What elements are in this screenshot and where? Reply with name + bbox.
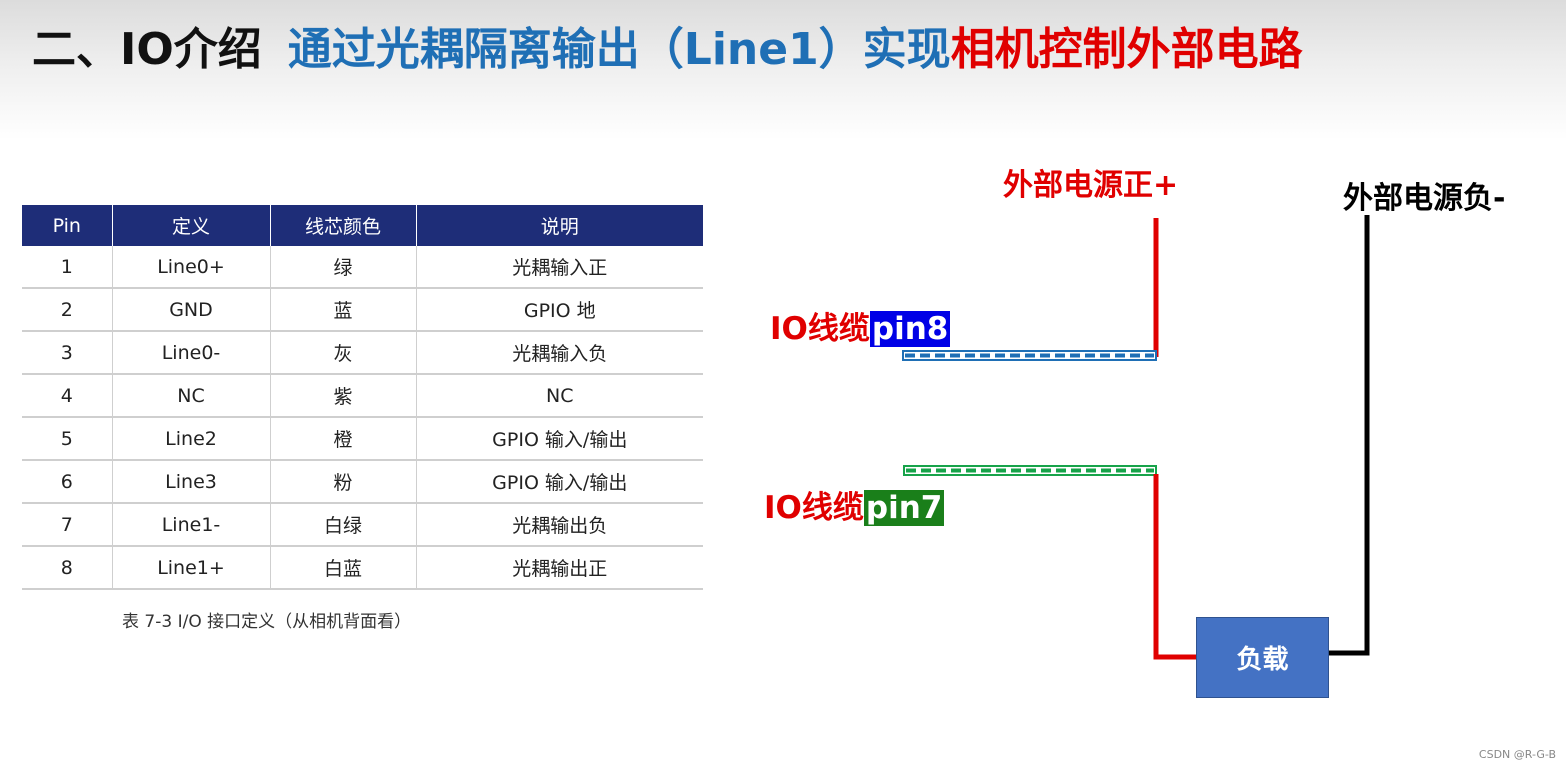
pin8-highlight: pin8 <box>869 311 951 347</box>
cell-pin: 7 <box>22 503 113 547</box>
cell-wire-color: 粉 <box>270 460 417 504</box>
cell-wire-color: 绿 <box>270 246 417 289</box>
cell-description: 光耦输入正 <box>416 246 703 289</box>
pin7-label: IO线缆pin7 <box>764 482 945 527</box>
pin7-cable <box>903 465 1157 476</box>
cell-definition: Line3 <box>112 460 271 504</box>
cell-pin: 1 <box>22 246 113 289</box>
pin7-highlight: pin7 <box>863 490 945 526</box>
title-section: 二、IO介绍 <box>32 24 262 75</box>
cell-definition: Line0- <box>112 331 271 375</box>
cell-pin: 3 <box>22 331 113 375</box>
cell-definition: Line1+ <box>112 546 271 590</box>
header-pin: Pin <box>22 205 113 246</box>
cell-pin: 6 <box>22 460 113 504</box>
pin7-to-load-wire <box>1153 474 1198 660</box>
table-row: 5 Line2 橙 GPIO 输入/输出 <box>22 417 703 461</box>
title-topic: 通过光耦隔离输出（Line1）实现 <box>287 24 951 75</box>
table-caption: 表 7-3 I/O 接口定义（从相机背面看） <box>122 612 412 632</box>
table-row: 3 Line0- 灰 光耦输入负 <box>22 331 703 375</box>
cell-description: 光耦输入负 <box>416 331 703 375</box>
cell-pin: 4 <box>22 374 113 418</box>
pin8-cable <box>902 350 1157 361</box>
cell-wire-color: 白蓝 <box>270 546 417 590</box>
cell-wire-color: 白绿 <box>270 503 417 547</box>
load-box: 负载 <box>1196 617 1329 698</box>
cell-description: GPIO 地 <box>416 288 703 332</box>
cell-pin: 5 <box>22 417 113 461</box>
cell-definition: Line0+ <box>112 246 271 289</box>
cell-definition: Line2 <box>112 417 271 461</box>
header-band <box>0 0 1566 140</box>
cell-wire-color: 灰 <box>270 331 417 375</box>
cell-wire-color: 蓝 <box>270 288 417 332</box>
cell-description: 光耦输出正 <box>416 546 703 590</box>
cell-wire-color: 紫 <box>270 374 417 418</box>
cell-definition: GND <box>112 288 271 332</box>
negative-supply-label: 外部电源负- <box>1343 181 1506 216</box>
negative-supply-wire <box>1328 215 1370 656</box>
header-definition: 定义 <box>112 205 271 246</box>
watermark: CSDN @R-G-B <box>1478 748 1556 761</box>
table-row: 6 Line3 粉 GPIO 输入/输出 <box>22 460 703 504</box>
pin8-cable-prefix: IO线缆 <box>770 311 870 347</box>
cell-description: GPIO 输入/输出 <box>416 460 703 504</box>
cell-definition: Line1- <box>112 503 271 547</box>
pin7-cable-prefix: IO线缆 <box>764 490 864 526</box>
cell-description: NC <box>416 374 703 418</box>
io-pin-table: Pin 定义 线芯颜色 说明 1 Line0+ 绿 光耦输入正 2 GND 蓝 … <box>22 205 703 590</box>
pin8-label: IO线缆pin8 <box>770 303 951 348</box>
table-row: 7 Line1- 白绿 光耦输出负 <box>22 503 703 547</box>
positive-supply-label: 外部电源正+ <box>1003 168 1179 203</box>
table-row: 1 Line0+ 绿 光耦输入正 <box>22 246 703 289</box>
load-label: 负载 <box>1236 645 1289 675</box>
title-highlight: 相机控制外部电路 <box>950 24 1303 75</box>
cell-pin: 8 <box>22 546 113 590</box>
table-row: 8 Line1+ 白蓝 光耦输出正 <box>22 546 703 590</box>
header-wire-color: 线芯颜色 <box>270 205 417 246</box>
table-row: 4 NC 紫 NC <box>22 374 703 418</box>
table-header-row: Pin 定义 线芯颜色 说明 <box>22 205 703 246</box>
cell-pin: 2 <box>22 288 113 332</box>
table-row: 2 GND 蓝 GPIO 地 <box>22 288 703 332</box>
cell-definition: NC <box>112 374 271 418</box>
header-description: 说明 <box>416 205 703 246</box>
cell-description: 光耦输出负 <box>416 503 703 547</box>
cell-description: GPIO 输入/输出 <box>416 417 703 461</box>
page-title: 二、IO介绍通过光耦隔离输出（Line1）实现相机控制外部电路 <box>32 20 1303 80</box>
cell-wire-color: 橙 <box>270 417 417 461</box>
